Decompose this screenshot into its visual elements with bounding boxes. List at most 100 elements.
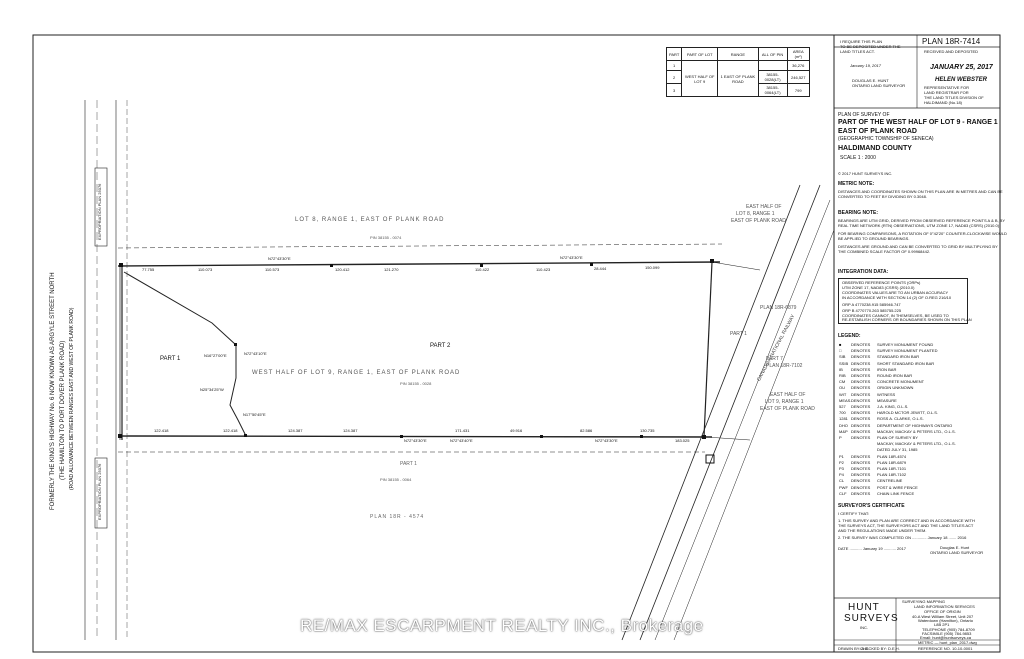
integration-row: COORDINATES CANNOT, IN THEMSELVES, BE US…: [842, 313, 949, 318]
part2-label: PART 2: [430, 343, 451, 349]
legend-description: SHORT STANDARD IRON BAR: [877, 360, 935, 366]
table-cell: WEST HALF OF LOT 9: [681, 60, 719, 97]
legend-description: ORIGIN UNKNOWN: [877, 385, 914, 391]
legend-description: PLAN 18R-4574: [877, 453, 907, 459]
legend-denotes: DENOTES: [851, 385, 871, 391]
dim-bottom: 130.735: [640, 428, 655, 433]
pin-bottom: PIN 38155 - 0064: [380, 477, 412, 482]
expropriation-box-top: [94, 167, 108, 247]
legend-denotes: DENOTES: [851, 459, 871, 465]
certificate-signer-title: ONTARIO LAND SURVEYOR: [930, 550, 984, 555]
legend-symbol: CL: [839, 478, 845, 484]
east-half-lot8-3: EAST OF PLANK ROAD: [731, 218, 786, 224]
legend-symbol: DHO: [839, 422, 848, 428]
dim-top: 121.270: [384, 267, 399, 272]
bearing-bottom: N72°43'30"E: [595, 438, 618, 443]
surveyor-sign-date: January 19, 2017: [850, 63, 881, 68]
dim-bottom: 183.025: [675, 438, 690, 443]
legend-description: WITNESS: [877, 391, 896, 397]
integration-row: COORDINATES VALUES ARE TO AN URBAN ACCUR…: [842, 290, 949, 295]
legend-symbol: 527: [839, 404, 846, 409]
checked-by: CHECKED BY: D.E.H.: [860, 646, 900, 651]
legend-description: MEASURE: [877, 397, 897, 403]
dim-top: 110.573: [265, 267, 280, 272]
legend-description: POST & WIRE FENCE: [877, 484, 918, 490]
plan-7102-label: PLAN 18R-7102: [766, 363, 803, 369]
pin-top: PIN 38155 - 0074: [370, 235, 402, 240]
road-left-label: FORMERLY THE KING'S HIGHWAY No. 6 NOW KN…: [50, 272, 56, 510]
integration-heading: INTEGRATION DATA:: [838, 269, 889, 275]
legend-symbol: RIB: [839, 373, 846, 378]
plan-4574-label: PLAN 18R - 4574: [370, 514, 425, 520]
legend-description: HAROLD MCTOR JEWITT, O.L.S.: [877, 410, 939, 416]
title-line-3: (GEOGRAPHIC TOWNSHIP OF SENECA): [838, 136, 934, 142]
certificate-sub: I CERTIFY THAT:: [838, 511, 870, 516]
table-cell: 1: [665, 60, 683, 71]
table-header: ALL OF PIN: [757, 47, 788, 61]
legend-symbol: P2: [839, 459, 844, 465]
title-line-1: PART OF THE WEST HALF OF LOT 9 - RANGE 1: [838, 119, 998, 126]
legend-denotes: DENOTES: [851, 466, 871, 471]
metric-note-heading: METRIC NOTE:: [838, 181, 875, 187]
bearing-interior: N16°27'00"E: [204, 353, 227, 358]
legend-denotes: DENOTES: [851, 397, 871, 403]
legend-description: SURVEY MONUMENT FOUND: [877, 342, 934, 347]
expropriation-top-label: EXPROPRIATION PLAN 25076: [97, 183, 102, 240]
firm-name: HUNT: [848, 602, 880, 613]
certificate-line: THE SURVEYS ACT, THE SURVEYORS ACT AND T…: [838, 523, 974, 528]
plan-number: PLAN 18R-7414: [922, 37, 981, 46]
address-line: Waterdown (Hamilton), Ontario: [918, 618, 973, 623]
certificate-heading: SURVEYOR'S CERTIFICATE: [838, 503, 905, 509]
east-half-lot8-1: EAST HALF OF: [746, 204, 782, 210]
registrar-note: REPRESENTATIVE FOR: [924, 85, 969, 90]
west-half-lot9-label: WEST HALF OF LOT 9, RANGE 1, EAST OF PLA…: [252, 370, 461, 376]
legend-symbol: □: [839, 348, 842, 354]
metric-note-body: DISTANCES AND COORDINATES SHOWN ON THIS …: [838, 189, 1003, 194]
certificate-date: DATE ........... January 19 ........... …: [838, 546, 906, 551]
bearing-note-heading: BEARING NOTE:: [838, 210, 878, 216]
legend-denotes: DENOTES: [851, 379, 871, 385]
plan-6879-label: PLAN 18R-6879: [760, 305, 797, 311]
registrar-note: HALDIMAND (No.18): [924, 100, 963, 105]
legend-denotes: DENOTES: [851, 416, 871, 422]
table-header: PART: [665, 47, 683, 61]
legend-description: CHAIN LINK FENCE: [877, 490, 915, 496]
road-left-sub: (THE HAMILTON TO PORT DOVER PLANK ROAD): [60, 340, 66, 480]
received-deposited: RECEIVED AND DEPOSITED: [924, 49, 979, 54]
bearing-top: N72°43'30"E: [560, 255, 583, 260]
reference-no: REFERENCE NO. 10-10-0001: [918, 646, 973, 651]
integration-row: RE-ESTABLISH CORNERS OR BOUNDARIES SHOWN…: [842, 317, 972, 322]
expropriation-box-bottom: [94, 457, 108, 529]
legend-denotes: DENOTES: [851, 348, 871, 354]
dim-bottom: 171.431: [455, 428, 470, 433]
part1-plan-7102-label: PART 1: [730, 331, 747, 337]
table-header: RANGE: [717, 47, 759, 61]
title-line-2: EAST OF PLANK ROAD: [838, 128, 917, 135]
dim-top: 77.755: [142, 267, 155, 272]
pin-mid: PIN 38155 - 0028: [400, 381, 432, 386]
certificate-line: 2. THE SURVEY WAS COMPLETED ON .........…: [838, 535, 967, 540]
registrar-note: THE LAND TITLES DIVISION OF: [924, 95, 984, 100]
legend-item: MACKAY, MACKAY & PETERS LTD., O.L.S.: [839, 441, 956, 446]
scale: SCALE 1 : 2000: [840, 155, 876, 161]
dim-bottom: 49.916: [510, 428, 523, 433]
east-half-lot8-2: LOT 8, RANGE 1: [736, 211, 775, 217]
firm-name-3: INC.: [860, 625, 868, 630]
table-cell: 38155-0064(LT): [757, 83, 788, 97]
parts-table: PART PART OF LOT RANGE ALL OF PIN AREA (…: [665, 47, 811, 97]
dim-top: 110.422: [475, 267, 490, 272]
